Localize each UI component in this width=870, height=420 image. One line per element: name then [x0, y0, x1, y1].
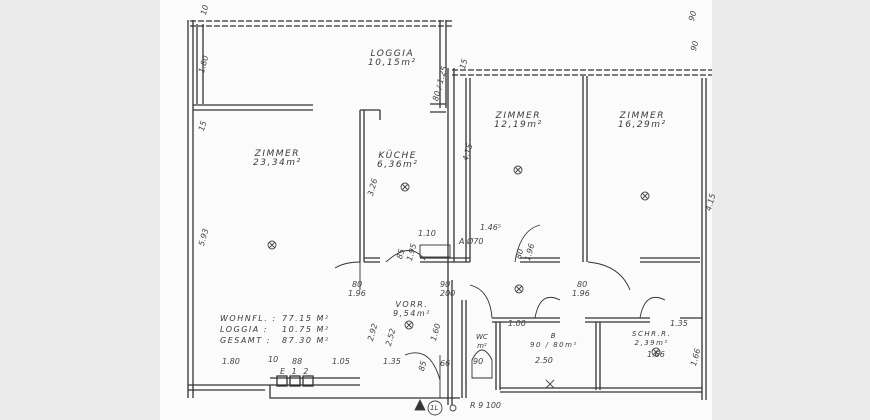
- ceiling-light-icon: [267, 240, 277, 250]
- room-label-vorraum: VORR.9,54m²: [393, 300, 431, 318]
- dimension-label: 1.10: [418, 229, 436, 238]
- dimension-label: 2.50: [535, 356, 553, 365]
- loggia-wall: [193, 104, 313, 111]
- dimension-label: 1.05: [332, 357, 350, 366]
- summary-label: GESAMT :: [220, 336, 271, 345]
- summary-value: 87.30 M²: [282, 336, 330, 345]
- door-width: 80: [352, 280, 363, 289]
- dimension-label: A Ø70: [459, 237, 484, 246]
- ceiling-light-icon: [513, 165, 523, 175]
- room-name: SCHR.R.: [632, 330, 672, 338]
- summary-label: LOGGIA :: [220, 325, 268, 334]
- room-area: 10,15m²: [368, 58, 417, 68]
- kitchen-wall: [359, 109, 381, 262]
- door-height: 1.96: [348, 289, 366, 298]
- floor-reference: R 9 100: [470, 401, 502, 410]
- room-area: 16,29m²: [618, 120, 667, 130]
- area-summary: WOHNFL. : 77.15 M² LOGGIA : 10.75 M² GESAM…: [220, 314, 330, 345]
- room-area: 6,36m²: [377, 160, 419, 170]
- room-name: ZIMMER: [495, 111, 541, 121]
- dimension-label: 1.80: [222, 357, 240, 366]
- bath-walls: [492, 317, 702, 323]
- room-area: m²: [477, 342, 487, 350]
- dimension-label: 66: [440, 359, 451, 368]
- ceiling-light-icon: [651, 347, 661, 357]
- summary-label: WOHNFL. :: [220, 314, 277, 323]
- door-arc-z2: [514, 224, 541, 263]
- ceiling-light-icon: [400, 182, 410, 192]
- room-name: WC: [476, 333, 488, 341]
- summary-row: WOHNFL. : 77.15 M²: [220, 314, 330, 323]
- ceiling-light-icon: [404, 320, 414, 330]
- room-name: KÜCHE: [378, 151, 417, 161]
- dimension-label: 1.35: [383, 357, 401, 366]
- summary-row: GESAMT : 87.30 M²: [220, 336, 330, 345]
- dimension-label: 1.00: [508, 319, 526, 328]
- dimension-label: 200: [440, 289, 456, 298]
- dimension-label: 1.66: [647, 350, 665, 359]
- dimension-label: 90: [440, 280, 451, 289]
- north-arrow-icon: [414, 398, 443, 416]
- summary-value: 10.75 M²: [282, 325, 330, 334]
- room-label-schrankraum: SCHR.R.2,39m²: [632, 330, 671, 348]
- door-height: 1.96: [572, 289, 590, 298]
- door-arc-living: [334, 261, 361, 290]
- ceiling-light-icon: [640, 191, 650, 201]
- loggia-railing: [190, 20, 452, 27]
- right-top-wall: [452, 69, 712, 76]
- vent-mark: [545, 379, 555, 389]
- outer-wall-left: [187, 20, 194, 398]
- dimension-label: 90: [473, 357, 484, 366]
- center-wall: [447, 68, 455, 405]
- dimension-label: 10: [268, 355, 279, 364]
- summary-value: 77.15 M²: [282, 314, 330, 323]
- dimension-label: 88: [292, 357, 303, 366]
- ceiling-light-icon: [514, 284, 524, 294]
- room-area: 12,19m²: [494, 120, 543, 130]
- room-name: ZIMMER: [254, 149, 300, 159]
- room-area: 23,34m²: [253, 158, 302, 168]
- door-arc-z3: [587, 261, 631, 291]
- room-name: VORR.: [395, 300, 429, 309]
- room-name: B: [550, 332, 558, 340]
- room-name: ZIMMER: [619, 111, 665, 121]
- room-area: 90 / 80m²: [530, 341, 578, 349]
- north-label: 1L: [430, 404, 439, 412]
- summary-row: LOGGIA : 10.75 M²: [220, 325, 330, 334]
- door-width: 80: [577, 280, 588, 289]
- room-name: LOGGIA: [370, 49, 415, 59]
- room-area: 9,54m²: [393, 309, 431, 318]
- dimension-label: 1.46⁵: [480, 223, 502, 232]
- dimension-label: 1.35: [670, 319, 688, 328]
- entry-door-arc: [404, 352, 441, 398]
- meter-label: E 1 2: [280, 367, 311, 376]
- partition-zimmer: [582, 76, 588, 262]
- bottom-wall: [188, 384, 702, 399]
- room-area: 2,39m²: [634, 339, 669, 347]
